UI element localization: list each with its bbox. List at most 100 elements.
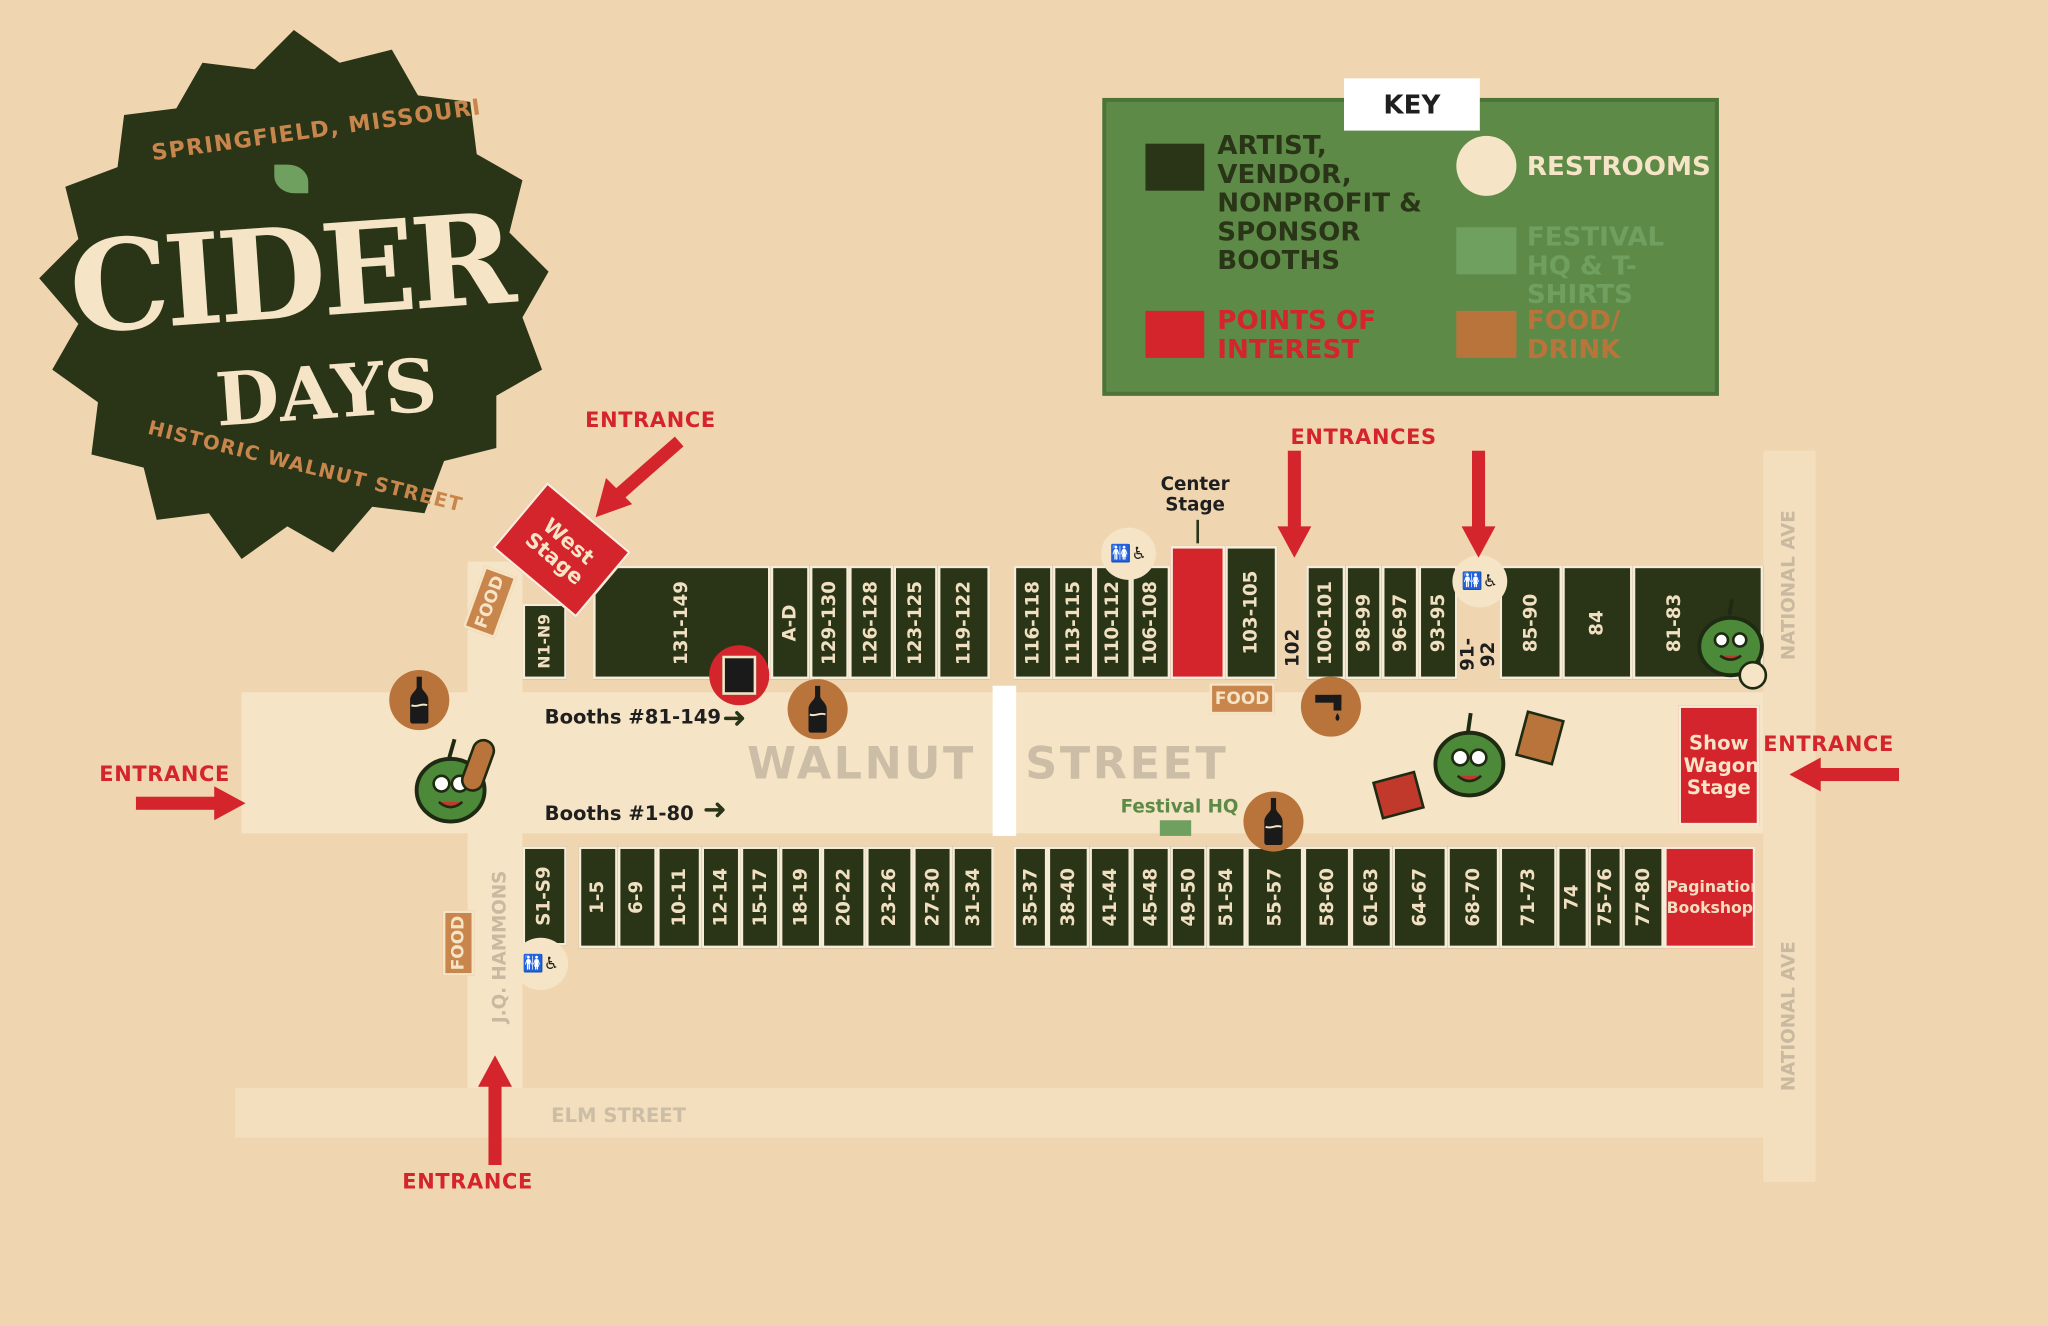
booth-41-44[interactable]: 41-44 bbox=[1089, 846, 1132, 949]
booth-100-101[interactable]: 100-101 bbox=[1306, 565, 1346, 680]
festival-hq-label: Festival HQ bbox=[1120, 796, 1239, 818]
entrance-label-top-center: ENTRANCES bbox=[1290, 424, 1437, 450]
booth-27-30[interactable]: 27-30 bbox=[912, 846, 953, 949]
booth-6-9[interactable]: 6-9 bbox=[617, 846, 657, 949]
apple-mascot-corndog bbox=[392, 731, 510, 849]
booth-12-14[interactable]: 12-14 bbox=[701, 846, 741, 949]
booth-58-60[interactable]: 58-60 bbox=[1303, 846, 1351, 949]
elm-label: ELM STREET bbox=[551, 1103, 687, 1128]
key-restroom-label: RESTROOMS bbox=[1526, 150, 1711, 182]
booth-102-label: 102 bbox=[1282, 628, 1304, 667]
booth-45-48[interactable]: 45-48 bbox=[1131, 846, 1171, 949]
entrance-arrow-icon bbox=[1461, 450, 1496, 563]
entrance-label-right: ENTRANCE bbox=[1763, 731, 1894, 757]
booth-96-97[interactable]: 96-97 bbox=[1381, 565, 1419, 680]
booth-77-80[interactable]: 77-80 bbox=[1622, 846, 1664, 949]
festival-hq-marker[interactable] bbox=[1159, 820, 1192, 836]
booth-10-11[interactable]: 10-11 bbox=[656, 846, 702, 949]
booth-61-63[interactable]: 61-63 bbox=[1350, 846, 1393, 949]
booth-129-130[interactable]: 129-130 bbox=[809, 565, 849, 680]
center-stage-block[interactable] bbox=[1170, 545, 1226, 680]
key-booth-swatch bbox=[1145, 143, 1205, 191]
booth-18-19[interactable]: 18-19 bbox=[779, 846, 822, 949]
cider-days-logo: SPRINGFIELD, MISSOURI CIDER DAYS HISTORI… bbox=[20, 24, 569, 573]
booth-93-95[interactable]: 93-95 bbox=[1418, 565, 1458, 680]
booth-20-22[interactable]: 20-22 bbox=[821, 846, 866, 949]
key-hq-swatch bbox=[1456, 227, 1517, 275]
leaf-icon bbox=[274, 164, 309, 194]
booth-84[interactable]: 84 bbox=[1562, 565, 1633, 680]
booth-75-76[interactable]: 75-76 bbox=[1588, 846, 1623, 949]
booth-68-70[interactable]: 68-70 bbox=[1447, 846, 1500, 949]
booth-a-d[interactable]: A-D bbox=[770, 565, 810, 680]
elm-street bbox=[235, 1087, 1816, 1138]
arrow-right-icon: ➜ bbox=[722, 702, 747, 736]
apple-mascot-shopping bbox=[1371, 705, 1567, 829]
booth-55-57[interactable]: 55-57 bbox=[1246, 846, 1304, 949]
booth-119-122[interactable]: 119-122 bbox=[937, 565, 991, 680]
entrance-arrow-icon bbox=[1277, 450, 1312, 563]
entrance-label-west-top: ENTRANCE bbox=[585, 407, 716, 433]
booth-85-90[interactable]: 85-90 bbox=[1499, 565, 1563, 680]
booth-91-92-label: 91-92 bbox=[1457, 637, 1500, 671]
booth-1-5[interactable]: 1-5 bbox=[578, 846, 618, 949]
booth-n1-n9[interactable]: N1-N9 bbox=[522, 603, 567, 680]
key-title: KEY bbox=[1343, 78, 1480, 131]
jq-hammons-street bbox=[467, 561, 523, 1091]
walnut-label-1: WALNUT bbox=[747, 737, 976, 791]
key-booth-label: ARTIST, VENDOR, NONPROFIT & SPONSOR BOOT… bbox=[1217, 129, 1422, 276]
key-hq-label: FESTIVAL HQ & T-SHIRTS bbox=[1526, 220, 1665, 310]
key-food-label: FOOD/ DRINK bbox=[1526, 304, 1621, 365]
show-wagon-stage[interactable]: Show Wagon Stage bbox=[1678, 705, 1760, 826]
booth-126-128[interactable]: 126-128 bbox=[848, 565, 894, 680]
booth-74[interactable]: 74 bbox=[1556, 846, 1589, 949]
booth-15-17[interactable]: 15-17 bbox=[740, 846, 780, 949]
booth-110-112[interactable]: 110-112 bbox=[1094, 565, 1132, 680]
booth-31-34[interactable]: 31-34 bbox=[952, 846, 994, 949]
national-ave bbox=[1763, 450, 1816, 1183]
national-label-2: NATIONAL AVE bbox=[1778, 941, 1800, 1092]
center-stage-arrow-icon bbox=[1196, 519, 1200, 544]
arrow-right-icon: ➜ bbox=[702, 794, 727, 827]
jq-label: J.Q. HAMMONS bbox=[489, 870, 511, 1024]
atm-icon bbox=[709, 645, 770, 706]
booth-123-125[interactable]: 123-125 bbox=[893, 565, 938, 680]
national-label-1: NATIONAL AVE bbox=[1778, 510, 1800, 661]
water-tap-icon bbox=[1300, 676, 1361, 737]
food-label-south: FOOD bbox=[442, 910, 475, 976]
key-poi-swatch bbox=[1145, 310, 1205, 358]
entrance-arrow-icon bbox=[135, 786, 246, 825]
entrance-arrow-icon bbox=[1789, 757, 1900, 797]
booths-81-149-label: Booths #81-149 bbox=[544, 705, 722, 729]
key-poi-label: POINTS OF INTEREST bbox=[1217, 304, 1377, 365]
booth-64-67[interactable]: 64-67 bbox=[1392, 846, 1448, 949]
key-food-swatch bbox=[1456, 310, 1517, 358]
apple-mascot-banjo bbox=[1685, 594, 1776, 698]
restroom-icon: 🚻♿ bbox=[1101, 527, 1156, 580]
booth-71-73[interactable]: 71-73 bbox=[1499, 846, 1557, 949]
drink-bottle-icon bbox=[1243, 791, 1304, 852]
booth-38-40[interactable]: 38-40 bbox=[1047, 846, 1090, 949]
booth-106-108[interactable]: 106-108 bbox=[1131, 565, 1171, 680]
pagination-bookshop[interactable]: Pagination Bookshop bbox=[1663, 846, 1756, 949]
restroom-icon: 🚻♿ bbox=[1452, 555, 1508, 608]
restroom-icon: 🚻♿ bbox=[513, 937, 569, 991]
booth-98-99[interactable]: 98-99 bbox=[1345, 565, 1382, 680]
drink-bottle-icon bbox=[389, 670, 450, 731]
booth-103-105[interactable]: 103-105 bbox=[1225, 545, 1278, 680]
logo-days: DAYS bbox=[212, 342, 440, 444]
booth-113-115[interactable]: 113-115 bbox=[1052, 565, 1095, 680]
booth-23-26[interactable]: 23-26 bbox=[865, 846, 913, 949]
walnut-label-2: STREET bbox=[1025, 737, 1229, 791]
booth-116-118[interactable]: 116-118 bbox=[1013, 565, 1053, 680]
key-restroom-swatch bbox=[1456, 135, 1517, 196]
entrance-arrow-icon bbox=[588, 431, 692, 528]
entrance-label-left: ENTRANCE bbox=[99, 761, 230, 787]
entrance-label-bottom: ENTRANCE bbox=[402, 1168, 533, 1194]
booth-49-50[interactable]: 49-50 bbox=[1170, 846, 1207, 949]
booth-35-37[interactable]: 35-37 bbox=[1013, 846, 1048, 949]
drink-bottle-icon bbox=[787, 679, 848, 740]
booth-s1-s9[interactable]: S1-S9 bbox=[522, 846, 567, 946]
booth-51-54[interactable]: 51-54 bbox=[1206, 846, 1247, 949]
street-divider bbox=[992, 685, 1017, 836]
